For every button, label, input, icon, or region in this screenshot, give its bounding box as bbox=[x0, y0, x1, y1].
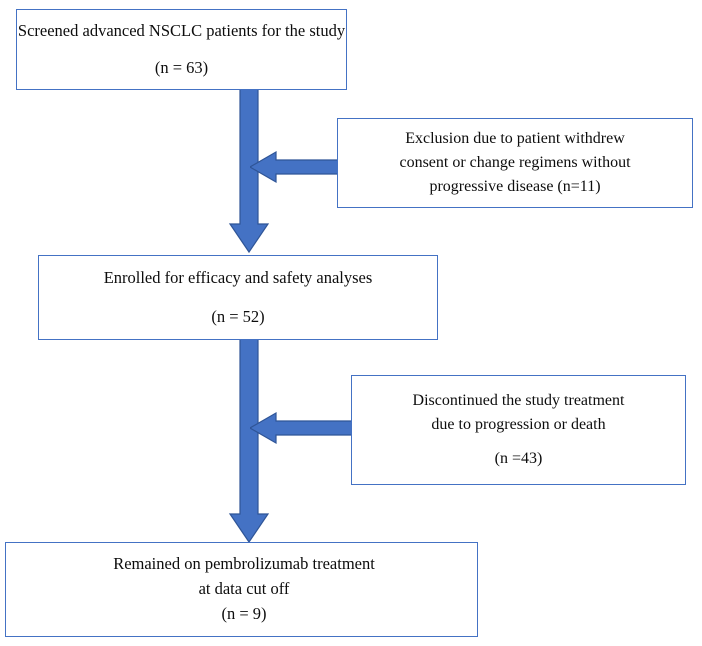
node-screened-count: (n = 63) bbox=[154, 57, 209, 77]
node-screened-line-1: Screened advanced NSCLC patients for the… bbox=[17, 20, 346, 40]
arrow-screened-to-enrolled bbox=[226, 85, 272, 256]
node-discontinued-count: (n =43) bbox=[494, 450, 543, 467]
node-exclusion-line-1: Exclusion due to patient withdrew bbox=[405, 130, 625, 147]
node-discontinued: Discontinued the study treatment due to … bbox=[351, 375, 686, 485]
node-screened: Screened advanced NSCLC patients for the… bbox=[16, 9, 347, 90]
node-exclusion-line-2: consent or change regimens without bbox=[399, 154, 631, 171]
node-exclusion: Exclusion due to patient withdrew consen… bbox=[337, 118, 693, 208]
node-discontinued-line-2: due to progression or death bbox=[431, 416, 606, 433]
node-remained-count: (n = 9) bbox=[221, 603, 267, 623]
node-remained-line-2: at data cut off bbox=[198, 579, 290, 599]
arrow-discontinued-to-trunk bbox=[248, 407, 357, 449]
arrow-enrolled-to-remained bbox=[226, 335, 272, 546]
node-exclusion-line-3: progressive disease (n=11) bbox=[429, 178, 601, 195]
arrow-exclusion-to-trunk bbox=[248, 146, 343, 188]
node-enrolled: Enrolled for efficacy and safety analyse… bbox=[38, 255, 438, 340]
node-enrolled-count: (n = 52) bbox=[211, 306, 265, 326]
node-discontinued-line-1: Discontinued the study treatment bbox=[412, 392, 625, 409]
node-remained-line-1: Remained on pembrolizumab treatment bbox=[113, 554, 375, 574]
node-enrolled-line-1: Enrolled for efficacy and safety analyse… bbox=[103, 267, 373, 287]
node-remained: Remained on pembrolizumab treatment at d… bbox=[5, 542, 478, 637]
